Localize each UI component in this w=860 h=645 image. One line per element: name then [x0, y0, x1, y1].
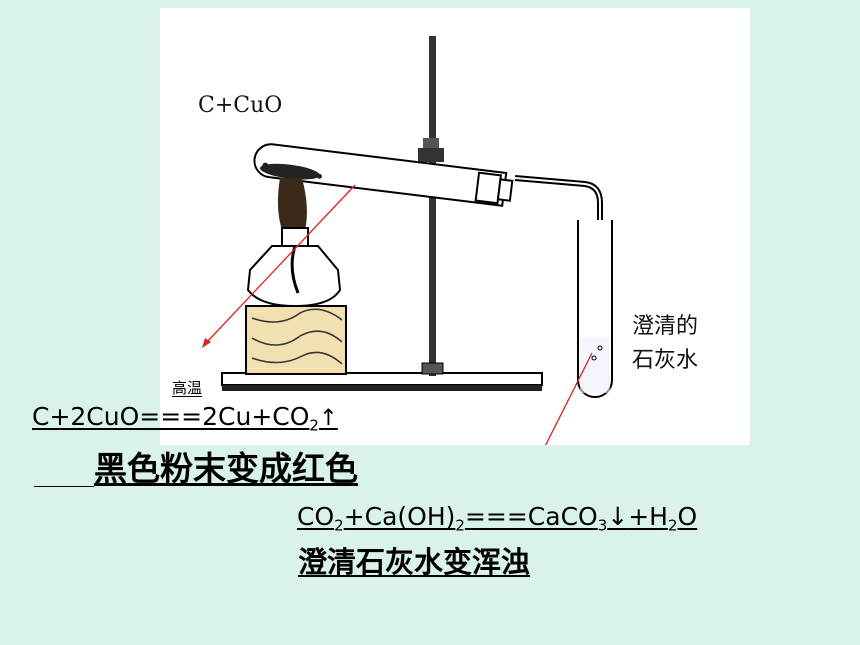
limewater-label-line2: 石灰水	[632, 348, 699, 373]
apparatus-illustration	[202, 36, 613, 445]
eq2-part3: ===CaCO	[464, 502, 598, 531]
stand-rod-foot	[421, 362, 444, 375]
arrow-powder-to-observation	[205, 184, 356, 344]
eq2-part2: +Ca(OH)	[343, 502, 456, 531]
test-tube	[253, 143, 514, 207]
equation-reduction-sub: 2	[309, 416, 319, 435]
eq2-sub4: 2	[667, 516, 678, 535]
stand-rod	[429, 36, 436, 376]
stand-base-shadow	[222, 385, 542, 391]
precipitate-arrow-icon: ↓	[607, 502, 629, 531]
eq2-sub2: 2	[455, 516, 465, 535]
apparatus-diagram: C+CuO 澄清的 石灰水	[160, 8, 750, 445]
eq2-part4: +H	[628, 502, 668, 531]
clamp-upper	[418, 148, 444, 162]
eq2-sub1: 2	[334, 516, 344, 535]
reactant-label: C+CuO	[198, 93, 283, 118]
equation-reduction: C+2CuO===2Cu+CO2↑	[32, 402, 338, 434]
limewater-label-line1: 澄清的	[632, 314, 699, 339]
observation-color-change: 黑色粉末变成红色	[94, 449, 358, 488]
equation-reduction-text: C+2CuO===2Cu+CO	[32, 402, 310, 431]
eq2-part1: CO	[297, 502, 335, 531]
wooden-block	[245, 305, 347, 375]
arrow-limewater-to-observation	[544, 352, 593, 445]
eq2-part5: O	[677, 502, 698, 531]
eq2-sub3: 3	[597, 516, 608, 535]
blank-underline	[34, 486, 94, 487]
reaction-condition: 高温	[172, 379, 203, 397]
observation-turbid: 澄清石灰水变浑浊	[298, 545, 531, 579]
clamp-bolt	[423, 138, 439, 148]
flame	[277, 178, 307, 230]
equation-limewater: CO2+Ca(OH)2===CaCO3↓+H2O	[297, 502, 697, 534]
alcohol-lamp	[246, 227, 342, 308]
gas-arrow-icon: ↑	[318, 405, 338, 431]
